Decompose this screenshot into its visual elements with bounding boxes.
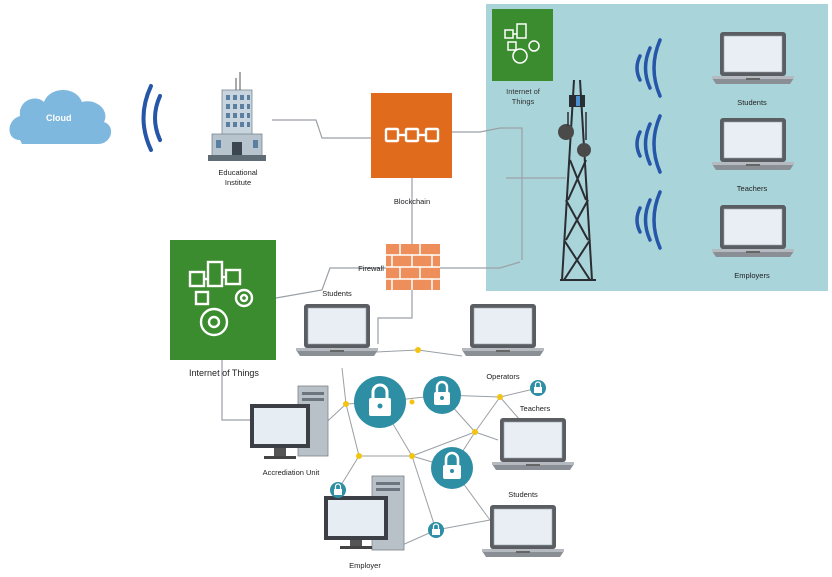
laptop-employers-top	[711, 204, 795, 258]
cloud-icon	[9, 90, 112, 144]
iot-large-label: Internet of Things	[189, 368, 259, 378]
teachers-top-label: Teachers	[736, 184, 768, 193]
laptop-students-mid	[295, 303, 379, 357]
educational-institute-icon	[208, 72, 266, 161]
mesh-nodes	[343, 347, 503, 459]
iot-small-icon	[492, 9, 553, 81]
wifi-signal-icon	[141, 84, 162, 152]
lock-icons-small	[330, 380, 546, 538]
lock-icons-large	[354, 376, 473, 489]
laptop-students-top	[711, 31, 795, 85]
cloud-label: Cloud	[46, 113, 72, 123]
teachers-mid-label: Teachers	[519, 404, 551, 413]
employer-desktop-icon	[324, 475, 405, 551]
laptop-students-bottom	[481, 504, 565, 558]
blockchain-icon	[371, 93, 452, 178]
employer-label: Employer	[349, 561, 381, 570]
accrediation-unit-label: Accrediation Unit	[262, 468, 320, 477]
employers-top-label: Employers	[734, 271, 770, 280]
iot-large-icon	[170, 240, 276, 360]
accrediation-unit-desktop-icon	[250, 385, 329, 459]
laptop-operators	[461, 303, 545, 357]
operators-label: Operators	[486, 372, 520, 381]
laptop-teachers-mid	[491, 417, 575, 471]
wifi-signal-icons-right	[635, 38, 662, 250]
blockchain-label: Blockchain	[393, 197, 431, 206]
students-bottom-label: Students	[508, 490, 538, 499]
students-top-label: Students	[737, 98, 767, 107]
connection-lines	[221, 119, 566, 421]
iot-small-label: Internet of Things	[506, 87, 540, 106]
laptop-teachers-top	[711, 117, 795, 171]
educational-institute-label: Educational Institute	[218, 168, 258, 187]
firewall-label: Firewall	[358, 264, 384, 273]
firewall-icon	[386, 244, 440, 290]
students-mid-label: Students	[322, 289, 352, 298]
cell-tower-icon	[558, 79, 596, 281]
